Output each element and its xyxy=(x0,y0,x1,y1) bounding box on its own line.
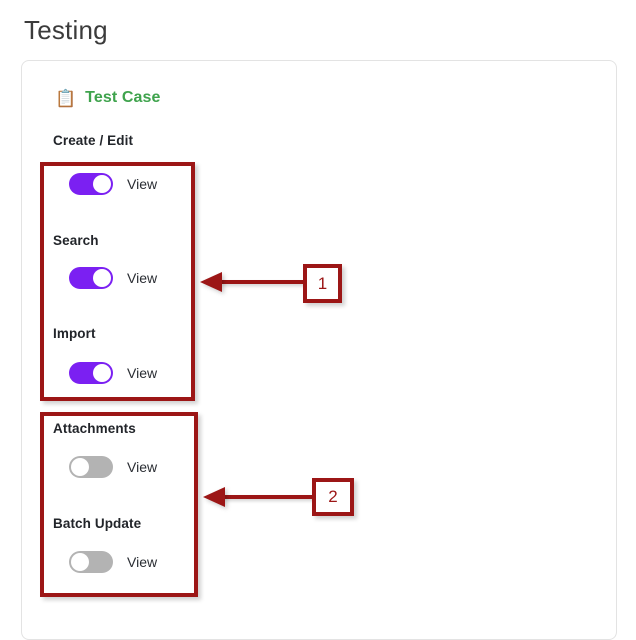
test-case-card: 📋 Test Case Create / Edit View Search Vi… xyxy=(21,60,617,640)
permission-label-attachments: Attachments xyxy=(53,421,136,436)
permission-label-batch-update: Batch Update xyxy=(53,516,142,531)
arrow-head-icon xyxy=(203,487,225,507)
permission-row-batch-update: View xyxy=(69,551,157,573)
permission-row-attachments: View xyxy=(69,456,157,478)
permission-label-search: Search xyxy=(53,233,99,248)
toggle-batch-update[interactable] xyxy=(69,551,113,573)
annotation-arrow-2 xyxy=(203,487,320,507)
annotation-arrow-1 xyxy=(200,272,312,292)
arrow-head-icon xyxy=(200,272,222,292)
card-title: Test Case xyxy=(85,89,161,106)
toggle-knob-icon xyxy=(93,364,111,382)
annotation-badge-number: 1 xyxy=(317,273,328,293)
permission-row-import: View xyxy=(69,362,157,384)
toggle-knob-icon xyxy=(71,458,89,476)
arrow-shaft xyxy=(220,280,312,284)
permission-label-import: Import xyxy=(53,326,96,341)
clipboard-icon: 📋 xyxy=(55,88,77,108)
annotation-badge-2: 2 xyxy=(312,478,354,516)
permission-row-create-edit: View xyxy=(69,173,157,195)
view-label-create-edit: View xyxy=(127,176,158,192)
toggle-import[interactable] xyxy=(69,362,113,384)
card-header: 📋 Test Case xyxy=(55,89,160,107)
toggle-knob-icon xyxy=(71,553,89,571)
permission-row-search: View xyxy=(69,267,157,289)
annotation-rect-1 xyxy=(40,162,195,401)
toggle-create-edit[interactable] xyxy=(69,173,113,195)
annotation-badge-1: 1 xyxy=(303,264,342,303)
view-label-attachments: View xyxy=(127,459,158,475)
arrow-shaft xyxy=(223,495,320,499)
toggle-attachments[interactable] xyxy=(69,456,113,478)
toggle-knob-icon xyxy=(93,269,111,287)
view-label-search: View xyxy=(127,270,158,286)
page-title: Testing xyxy=(24,15,108,45)
view-label-batch-update: View xyxy=(127,554,158,570)
view-label-import: View xyxy=(127,365,158,381)
annotation-rect-2 xyxy=(40,412,198,597)
permission-label-create-edit: Create / Edit xyxy=(53,133,134,148)
toggle-knob-icon xyxy=(93,175,111,193)
toggle-search[interactable] xyxy=(69,267,113,289)
annotation-badge-number: 2 xyxy=(328,487,338,506)
